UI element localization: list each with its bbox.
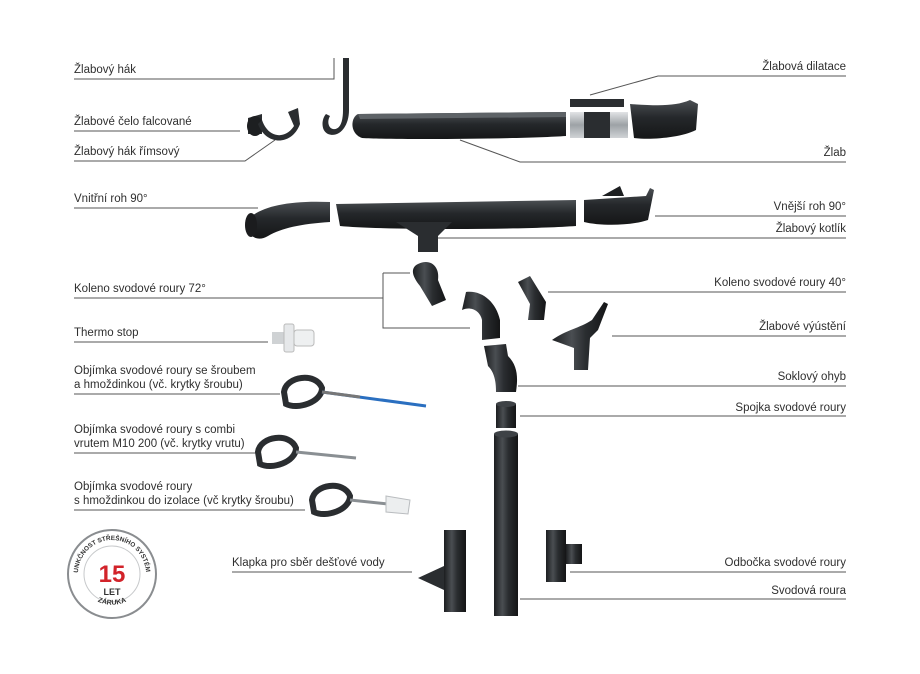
label-soklovy-ohyb: Soklový ohyb bbox=[777, 371, 846, 383]
label-zlabovy-hak: Žlabový hák bbox=[74, 64, 137, 76]
badge-unit: LET bbox=[104, 587, 122, 597]
label-zlabove-celo: Žlabové čelo falcované bbox=[74, 116, 192, 128]
leader-lines bbox=[74, 58, 846, 600]
label-svodova-roura: Svodová roura bbox=[771, 585, 846, 597]
elbow-72-part bbox=[412, 261, 500, 340]
inner-corner-part bbox=[245, 201, 330, 239]
label-zlab: Žlab bbox=[823, 147, 846, 159]
leader-koleno-72-bracket bbox=[382, 273, 470, 329]
label-koleno-40: Koleno svodové roury 40° bbox=[714, 277, 846, 289]
downpipe-branch-part bbox=[546, 530, 582, 582]
gutter-outlet-part bbox=[336, 200, 576, 252]
label-spojka: Spojka svodové roury bbox=[735, 402, 846, 414]
fascia-hook-part bbox=[258, 108, 300, 141]
leader-zlabova-dilatace bbox=[589, 75, 846, 96]
label-objimka-3-line2: s hmoždinkou do izolace (vč krytky šroub… bbox=[74, 495, 294, 507]
label-odbocka: Odbočka svodové roury bbox=[724, 557, 846, 569]
leader-zlabovy-hak bbox=[74, 58, 335, 80]
pipe-clip-combi-part bbox=[254, 435, 357, 469]
outer-corner-part bbox=[584, 186, 654, 225]
gutter-hook-part bbox=[322, 58, 349, 135]
downpipe-part bbox=[494, 430, 518, 616]
label-koleno-72: Koleno svodové roury 72° bbox=[74, 283, 206, 295]
label-vnitrni-roh: Vnitřní roh 90° bbox=[74, 193, 148, 205]
label-objimka-1-line2: a hmoždinkou (vč. krytky šroubu) bbox=[74, 379, 243, 391]
pipe-connector-part bbox=[496, 401, 516, 428]
leader-zlab bbox=[459, 139, 846, 163]
label-zlabove-vyusteni: Žlabové výústění bbox=[759, 321, 846, 333]
offset-bend-part bbox=[484, 344, 518, 392]
badge-ring-bottom: ZÁRUKA bbox=[97, 596, 127, 606]
label-vnejsi-roh: Vnější roh 90° bbox=[773, 201, 846, 213]
label-objimka-2-line2: vrutem M10 200 (vč. krytky vrutu) bbox=[74, 438, 245, 450]
gutter-expansion-part bbox=[570, 99, 698, 139]
elbow-40-part bbox=[518, 276, 546, 320]
thermo-stop-part bbox=[272, 323, 315, 353]
label-klapka: Klapka pro sběr dešťové vody bbox=[232, 557, 385, 569]
label-objimka-2-line1: Objímka svodové roury s combi bbox=[74, 424, 236, 436]
leader-zlabovy-hak-rimsovy bbox=[74, 139, 276, 162]
label-thermo-stop: Thermo stop bbox=[74, 327, 139, 339]
gutter-end-cap-part bbox=[247, 114, 263, 136]
label-zlabovy-kotlik: Žlabový kotlík bbox=[775, 223, 846, 235]
label-zlabovy-hak-rimsovy: Žlabový hák římsový bbox=[74, 146, 180, 158]
downpipe-outlet-part bbox=[552, 302, 608, 370]
pipe-clip-insulation-part bbox=[308, 483, 411, 517]
label-zlabova-dilatace: Žlabová dilatace bbox=[762, 61, 846, 73]
badge-number: 15 bbox=[99, 561, 126, 588]
label-objimka-1-line1: Objímka svodové roury se šroubem bbox=[74, 365, 256, 377]
pipe-clip-screw-part bbox=[280, 375, 427, 409]
gutter-part bbox=[352, 112, 566, 140]
rainwater-flap-part bbox=[418, 530, 466, 612]
badge-ring-top: FUNKČNOST STŘEŠNÍHO SYSTÉMU bbox=[0, 0, 152, 573]
warranty-badge: 15 LET FUNKČNOST STŘEŠNÍHO SYSTÉMU ZÁRUK… bbox=[0, 0, 157, 619]
label-objimka-3-line1: Objímka svodové roury bbox=[74, 481, 193, 493]
